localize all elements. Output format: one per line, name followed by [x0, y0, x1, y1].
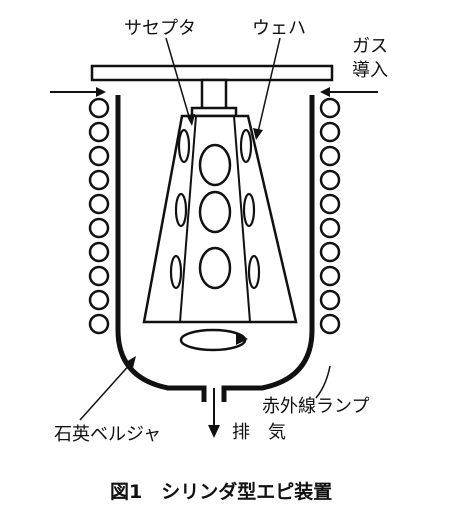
infrared-lamp-coil: [319, 289, 341, 311]
infrared-lamp-coil: [319, 265, 341, 287]
wafer-side: [242, 192, 256, 228]
wafer-side: [177, 128, 191, 164]
wafer-side: [247, 254, 261, 290]
wafer-center: [198, 143, 232, 187]
leader-wafer: [257, 37, 281, 133]
infrared-lamp-coil: [88, 193, 110, 215]
leader-wafer-tip: [253, 128, 263, 140]
infrared-lamp-coil: [319, 121, 341, 143]
exhaust-arrow: [208, 388, 220, 438]
label-quartz-bell-jar: 石英ベルジャ: [54, 424, 161, 445]
label-infrared-lamp: 赤外線ランプ: [262, 396, 369, 417]
leader-lamp: [315, 365, 331, 399]
infrared-lamp-coil: [319, 169, 341, 191]
wafer-side: [169, 254, 183, 290]
infrared-lamp-coil: [319, 241, 341, 263]
wafer-side: [174, 192, 188, 228]
infrared-lamp-column-right: [319, 97, 341, 335]
wafer-center: [198, 246, 232, 290]
label-wafer: ウェハ: [252, 18, 306, 39]
label-susceptor: サセプタ: [124, 18, 196, 39]
leader-bell-jar: [79, 361, 133, 421]
figure-caption: 図1 シリンダ型エピ装置: [110, 480, 332, 503]
infrared-lamp-coil: [319, 193, 341, 215]
top-plate: [90, 64, 334, 82]
rotation-arrow: [179, 328, 248, 352]
leader-bell-jar-tip: [126, 356, 136, 368]
wafer-center: [198, 190, 232, 234]
gas-inlet-arrow-left: [50, 87, 106, 97]
wafer-group: [169, 128, 261, 290]
quartz-bell-jar: [115, 95, 315, 402]
label-gas-line2: 導入: [352, 60, 388, 81]
leader-susceptor: [165, 37, 191, 121]
infrared-lamp-coil: [319, 217, 341, 239]
infrared-lamp-coil: [88, 241, 110, 263]
infrared-lamp-coil: [88, 121, 110, 143]
leader-susceptor-tip: [186, 114, 195, 126]
infrared-lamp-coil: [88, 265, 110, 287]
infrared-lamp-coil: [88, 169, 110, 191]
infrared-lamp-coil: [88, 217, 110, 239]
infrared-lamp-coil: [88, 289, 110, 311]
infrared-lamp-coil: [88, 145, 110, 167]
wafer-side: [239, 128, 253, 164]
label-exhaust: 排 気: [232, 422, 286, 443]
infrared-lamp-coil: [319, 97, 341, 119]
infrared-lamp-coil: [319, 313, 341, 335]
susceptor-shaft: [200, 78, 228, 112]
infrared-lamp-coil: [88, 97, 110, 119]
infrared-lamp-coil: [319, 145, 341, 167]
gas-inlet-arrow-right: [320, 87, 378, 97]
infrared-lamp-column-left: [88, 97, 110, 335]
label-gas-line1: ガス: [352, 36, 388, 57]
infrared-lamp-coil: [88, 313, 110, 335]
